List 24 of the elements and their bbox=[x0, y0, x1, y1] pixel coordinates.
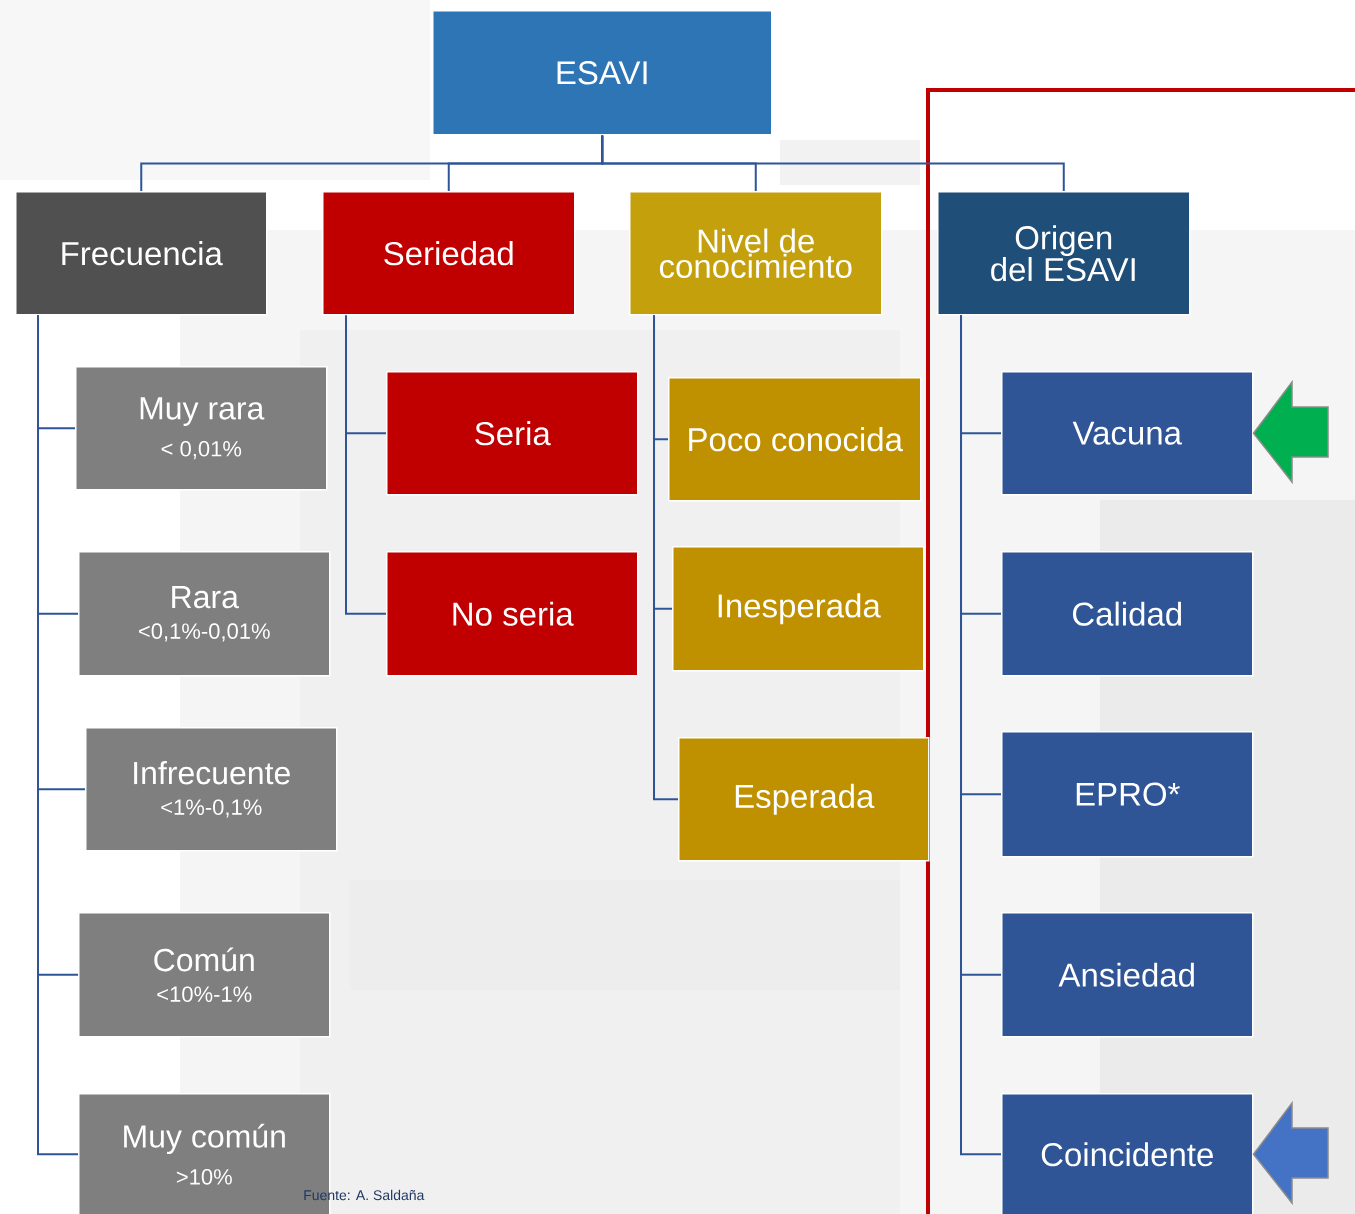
category-box: Ansiedad bbox=[1001, 912, 1254, 1038]
connector-line bbox=[601, 134, 1065, 192]
category-box: Común <10%-1% bbox=[78, 912, 331, 1038]
category-box: Inesperada bbox=[672, 546, 925, 672]
category-box: Esperada bbox=[678, 737, 930, 862]
category-box: Nivel de conocimiento bbox=[629, 191, 883, 316]
category-box: No seria bbox=[386, 551, 639, 677]
category-box: Seriedad bbox=[322, 191, 576, 316]
category-box: Coincidente bbox=[1001, 1093, 1254, 1214]
connector-line bbox=[37, 314, 79, 1156]
category-box: Frecuencia bbox=[15, 191, 268, 316]
category-box: EPRO* bbox=[1001, 731, 1254, 858]
category-box: Calidad bbox=[1001, 551, 1254, 677]
category-box: Origen del ESAVI bbox=[937, 191, 1191, 316]
category-box: Vacuna bbox=[1001, 371, 1254, 496]
connector-line bbox=[960, 314, 1002, 1156]
category-box: Rara <0,1%-0,01% bbox=[78, 551, 331, 677]
category-box: Poco conocida bbox=[668, 377, 922, 502]
category-box: Infrecuente <1%-0,1% bbox=[85, 727, 338, 852]
category-box: ESAVI bbox=[432, 10, 773, 136]
connector-line bbox=[345, 314, 387, 615]
connector-line bbox=[653, 314, 679, 801]
category-box: Muy rara < 0,01% bbox=[75, 366, 328, 491]
category-box: Seria bbox=[386, 371, 639, 496]
